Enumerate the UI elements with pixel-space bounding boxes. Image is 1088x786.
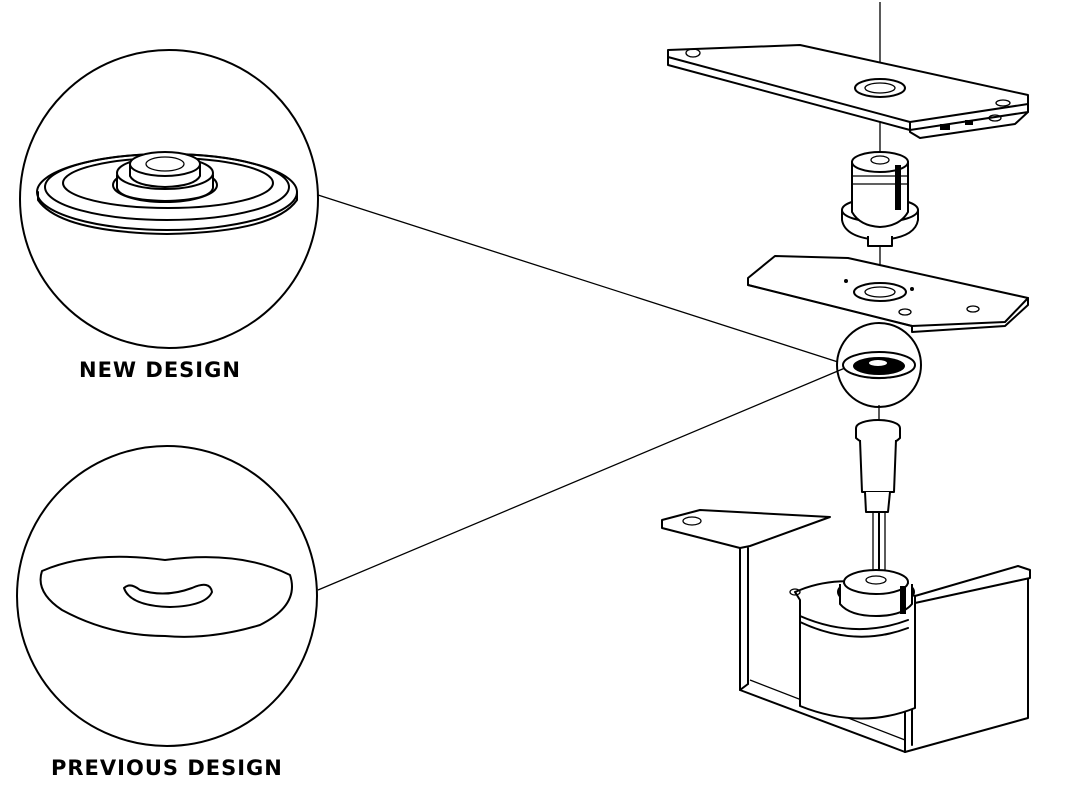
leader-line-new-design (317, 194, 839, 363)
drive-shaft (855, 419, 901, 573)
leader-line-previous-design (317, 367, 846, 591)
top-mounting-plate (667, 44, 1029, 139)
upper-bushing (841, 151, 919, 247)
new-design-detail (19, 49, 319, 349)
magnified-washer (836, 322, 922, 408)
previous-design-detail (16, 445, 318, 747)
middle-plate (747, 255, 1029, 333)
new-design-label: NEW DESIGN (79, 358, 241, 382)
drive-motor (789, 569, 916, 720)
previous-design-label: PREVIOUS DESIGN (51, 756, 283, 780)
